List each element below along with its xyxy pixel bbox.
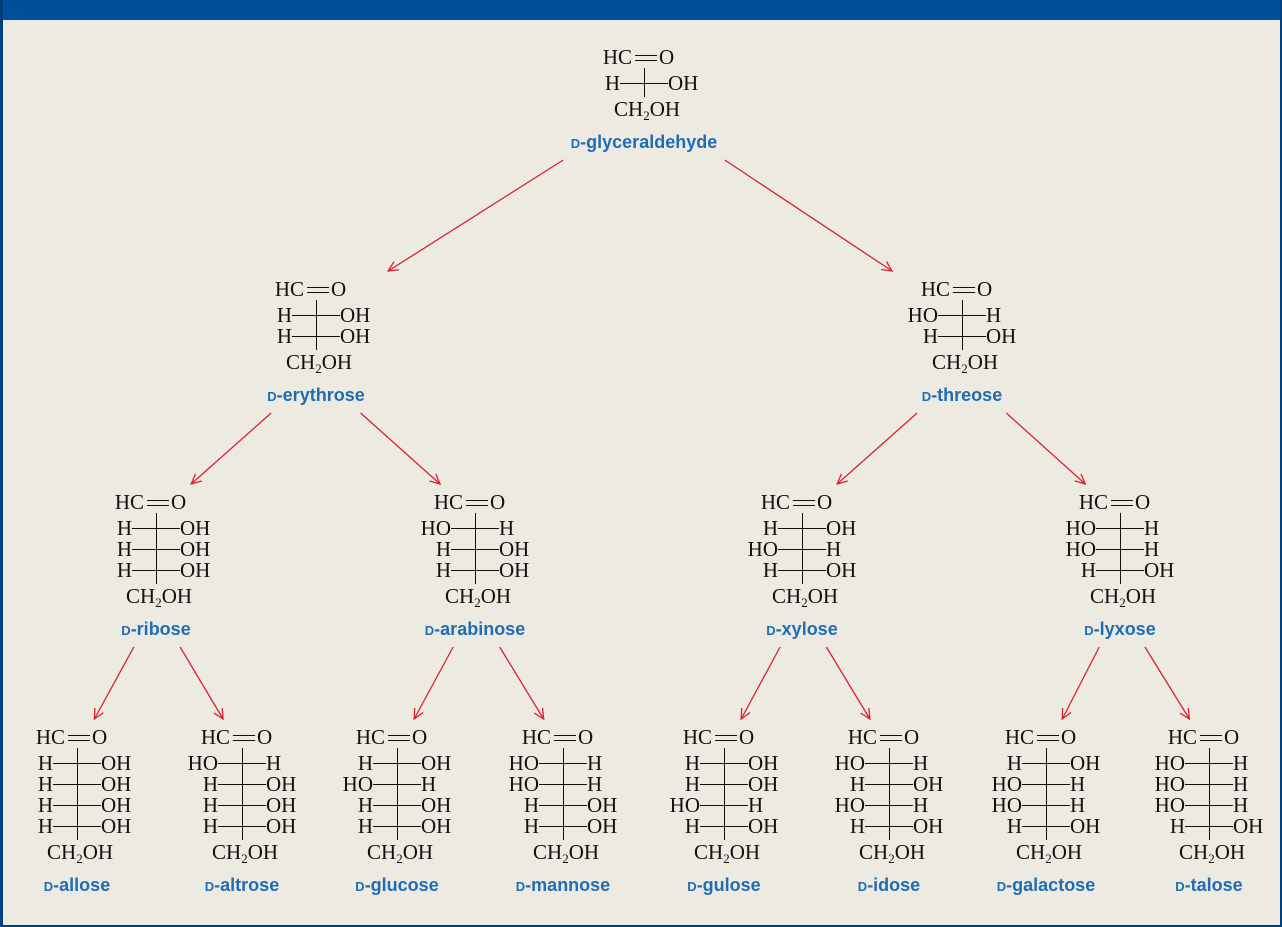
arrow-layer (93, 159, 1191, 721)
d-prefix: D (515, 879, 526, 894)
sugar-name-lyxose: D-lyxose (1084, 619, 1155, 640)
arrow-lyxose-to-galactose (1061, 646, 1100, 720)
arrowhead-icon (429, 473, 442, 485)
sugar-name-text: -talose (1184, 875, 1243, 895)
sugar-name-glyceraldehyde: D-glyceraldehyde (571, 132, 717, 153)
d-prefix: D (121, 623, 131, 638)
sugar-name-text: -erythrose (276, 385, 365, 405)
arrow-ribose-to-allose (93, 646, 135, 720)
d-prefix: D (424, 623, 435, 638)
d-prefix: D (857, 879, 868, 894)
d-prefix: D (570, 136, 581, 151)
arrowhead-icon (1074, 473, 1087, 485)
arrow-ribose-to-altrose (179, 646, 224, 720)
sugar-name-text: -threose (931, 385, 1003, 405)
sugar-name-text: -glucose (364, 875, 439, 895)
d-prefix: D (267, 389, 277, 404)
d-prefix: D (355, 879, 365, 894)
arrowhead-icon (386, 261, 400, 272)
d-prefix: D (1175, 879, 1185, 894)
arrowhead-icon (1061, 707, 1072, 721)
sugar-name-text: -arabinose (434, 619, 526, 639)
sugar-name-xylose: D-xylose (766, 619, 837, 640)
sugar-name-text: -galactose (1006, 875, 1096, 895)
arrowhead-icon (881, 261, 894, 272)
arrowhead-icon (534, 707, 545, 721)
sugar-name-allose: D-allose (44, 875, 110, 896)
arrow-glyceraldehyde-to-threose (724, 159, 893, 272)
arrow-erythrose-to-arabinose (360, 412, 441, 485)
arrow-xylose-to-gulose (740, 646, 781, 720)
arrowhead-icon (860, 707, 871, 721)
d-prefix: D (766, 623, 776, 638)
arrowhead-icon (836, 473, 848, 485)
sugar-name-glucose: D-glucose (355, 875, 438, 896)
sugar-name-talose: D-talose (1175, 875, 1242, 896)
sugar-name-gulose: D-gulose (687, 875, 760, 896)
arrowhead-icon (1179, 707, 1191, 721)
d-prefix: D (996, 879, 1007, 894)
sugar-name-text: -allose (53, 875, 111, 895)
sugar-name-idose: D-idose (858, 875, 920, 896)
arrow-threose-to-lyxose (1005, 412, 1086, 485)
arrow-glyceraldehyde-to-erythrose (387, 159, 564, 272)
d-prefix: D (204, 879, 215, 894)
sugar-name-altrose: D-altrose (205, 875, 279, 896)
sugar-name-threose: D-threose (922, 385, 1002, 406)
arrow-threose-to-xylose (836, 412, 918, 485)
d-prefix: D (687, 879, 697, 894)
arrow-lyxose-to-talose (1144, 646, 1190, 720)
sugar-name-text: -altrose (214, 875, 280, 895)
sugar-name-text: -idose (867, 875, 921, 895)
sugar-name-text: -xylose (775, 619, 838, 639)
arrow-erythrose-to-ribose (190, 412, 272, 485)
arrow-xylose-to-idose (825, 646, 871, 720)
sugar-name-text: -mannose (525, 875, 611, 895)
arrow-arabinose-to-glucose (413, 646, 454, 720)
arrowhead-icon (740, 707, 751, 721)
sugar-name-text: -ribose (130, 619, 191, 639)
sugar-name-text: -gulose (696, 875, 761, 895)
arrowhead-icon (190, 473, 202, 485)
arrowhead-icon (413, 707, 424, 721)
d-prefix: D (921, 389, 932, 404)
d-prefix: D (1084, 623, 1094, 638)
arrowhead-icon (213, 707, 224, 721)
sugar-name-ribose: D-ribose (121, 619, 190, 640)
arrowhead-icon (93, 707, 104, 721)
arrow-arabinose-to-mannose (499, 646, 545, 720)
sugar-name-galactose: D-galactose (997, 875, 1095, 896)
title-bar (3, 0, 1280, 20)
sugar-name-text: -lyxose (1093, 619, 1156, 639)
d-prefix: D (43, 879, 54, 894)
sugar-name-mannose: D-mannose (516, 875, 610, 896)
sugar-name-erythrose: D-erythrose (267, 385, 364, 406)
sugar-name-text: -glyceraldehyde (580, 132, 718, 152)
sugar-name-arabinose: D-arabinose (425, 619, 525, 640)
